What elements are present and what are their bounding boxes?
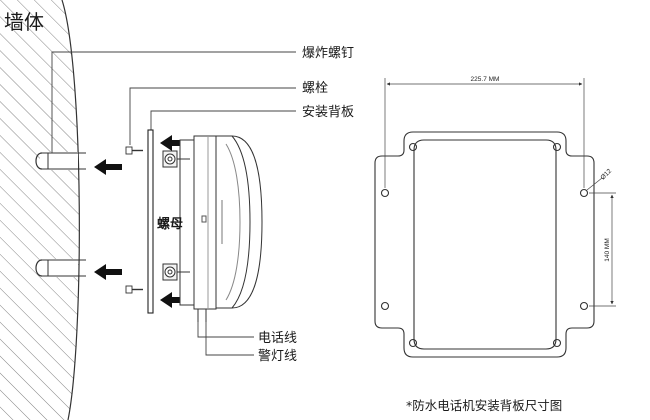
nut-label: 螺母 [157, 216, 183, 232]
figure-caption: *防水电话机安装背板尺寸图 [406, 398, 562, 413]
phone-cable-label: 电话线 [258, 331, 297, 346]
backplate-label: 安装背板 [302, 105, 354, 120]
bolts [125, 146, 143, 294]
wall-section [0, 0, 86, 420]
hole-dimension: Ø12 [599, 168, 613, 182]
wall-label: 墙体 [4, 10, 44, 34]
width-dimension: 225.7 MM [471, 76, 500, 83]
height-dimension: 140 MM [604, 238, 611, 261]
phone-side-view [162, 135, 263, 322]
lamp-cable-label: 警灯线 [258, 348, 297, 364]
leader-lines [51, 51, 296, 356]
backplate-side [147, 129, 154, 314]
bolt-label: 螺栓 [302, 81, 328, 96]
backplate-front-view [374, 131, 595, 358]
dimension-lines [384, 78, 616, 307]
expansion-screw-label: 爆炸螺钉 [302, 46, 354, 61]
direction-arrows [94, 135, 186, 308]
